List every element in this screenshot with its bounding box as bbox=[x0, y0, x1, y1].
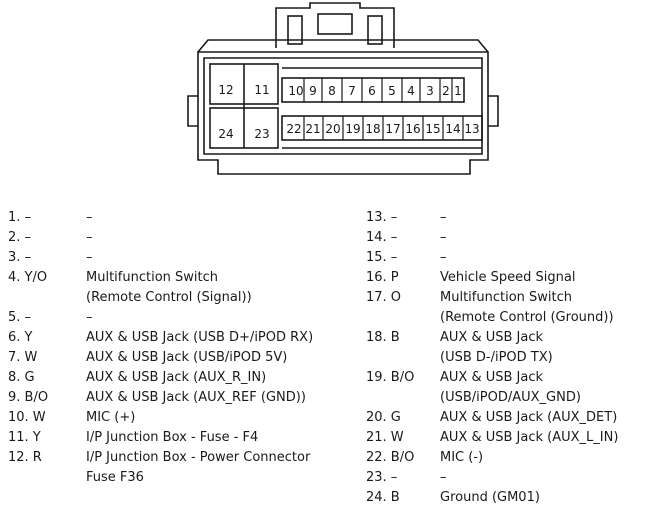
pin-description: (Remote Control (Signal)) bbox=[86, 290, 252, 305]
pin-description: (USB/iPOD/AUX_GND) bbox=[440, 390, 581, 405]
pin-number: 12. R bbox=[8, 450, 42, 465]
pin-label: 9 bbox=[309, 84, 317, 98]
pin-label: 18 bbox=[365, 122, 380, 136]
pin-description: Vehicle Speed Signal bbox=[440, 270, 576, 285]
pin-label: 15 bbox=[425, 122, 440, 136]
pin-description: (Remote Control (Ground)) bbox=[440, 310, 614, 325]
pin-description: – bbox=[440, 470, 447, 485]
pin-label: 5 bbox=[388, 84, 396, 98]
pin-number: 13. – bbox=[366, 210, 398, 225]
pin-description: – bbox=[440, 230, 447, 245]
pin-number: 21. W bbox=[366, 430, 404, 445]
pin-label: 8 bbox=[328, 84, 336, 98]
connector-diagram: 12 11 10 9 8 7 6 5 4 3 2 1 24 23 22 21 2… bbox=[187, 2, 499, 175]
pin-description: MIC (-) bbox=[440, 450, 484, 465]
pin-description: I/P Junction Box - Power Connector bbox=[86, 450, 311, 465]
latch-slot bbox=[367, 15, 383, 45]
pin-number: 22. B/O bbox=[366, 450, 415, 465]
pin-label: 7 bbox=[348, 84, 356, 98]
pin-number: 1. – bbox=[8, 210, 32, 225]
pin-description: AUX & USB Jack (AUX_DET) bbox=[440, 410, 618, 425]
pin-number: 6. Y bbox=[8, 330, 33, 345]
pin-label: 14 bbox=[445, 122, 460, 136]
pin-label: 19 bbox=[345, 122, 360, 136]
pin-description: – bbox=[86, 310, 93, 325]
pin-number: 2. – bbox=[8, 230, 32, 245]
pin-description: – bbox=[440, 210, 447, 225]
pin-label: 22 bbox=[286, 122, 301, 136]
pin-description: (USB D-/iPOD TX) bbox=[440, 350, 553, 365]
latch-window bbox=[317, 13, 353, 35]
pin-description: AUX & USB Jack (USB/iPOD 5V) bbox=[86, 350, 288, 365]
pin-label: 1 bbox=[454, 84, 462, 98]
pin-number: 18. B bbox=[366, 330, 400, 345]
connector-ear-left bbox=[187, 95, 198, 127]
pin-number: 10. W bbox=[8, 410, 46, 425]
pin-label: 3 bbox=[426, 84, 434, 98]
pin-description: I/P Junction Box - Fuse - F4 bbox=[86, 430, 259, 445]
pin-number: 9. B/O bbox=[8, 390, 49, 405]
pin-number: 14. – bbox=[366, 230, 398, 245]
pin-description: AUX & USB Jack bbox=[440, 330, 544, 345]
pin-label: 24 bbox=[218, 127, 233, 141]
pin-label: 20 bbox=[325, 122, 340, 136]
pin-number: 20. G bbox=[366, 410, 401, 425]
pin-list-right: 13. – – 14. – – 15. – – 16. P Vehicle Speed Sig… bbox=[366, 208, 666, 518]
pin-description: Multifunction Switch bbox=[440, 290, 572, 305]
pin-description: Fuse F36 bbox=[86, 470, 144, 485]
pin-number: 19. B/O bbox=[366, 370, 415, 385]
pin-label: 4 bbox=[407, 84, 415, 98]
pin-description: – bbox=[86, 230, 93, 245]
pin-number: 3. – bbox=[8, 250, 32, 265]
pin-description: Multifunction Switch bbox=[86, 270, 218, 285]
pin-number: 11. Y bbox=[8, 430, 41, 445]
latch-slot bbox=[287, 15, 303, 45]
pin-description: – bbox=[86, 210, 93, 225]
pin-label: 11 bbox=[254, 83, 269, 97]
pin-description: AUX & USB Jack (AUX_REF (GND)) bbox=[86, 390, 306, 405]
pin-label: 21 bbox=[305, 122, 320, 136]
pin-label: 2 bbox=[442, 84, 450, 98]
pin-label: 16 bbox=[405, 122, 420, 136]
connector-housing bbox=[197, 51, 489, 175]
connector-ear-right bbox=[488, 95, 499, 127]
pin-description: MIC (+) bbox=[86, 410, 136, 425]
pin-label: 13 bbox=[464, 122, 479, 136]
pin-description: AUX & USB Jack (USB D+/iPOD RX) bbox=[86, 330, 314, 345]
pin-list-left: 1. – – 2. – – 3. – – 4. Y/O Multifunction Switc… bbox=[8, 208, 348, 508]
pin-row-top bbox=[281, 77, 465, 103]
pin-label: 23 bbox=[254, 127, 269, 141]
pin-number: 5. – bbox=[8, 310, 32, 325]
pin-description: – bbox=[86, 250, 93, 265]
pin-row-bottom bbox=[281, 115, 483, 141]
pin-number: 4. Y/O bbox=[8, 270, 48, 285]
pin-number: 17. O bbox=[366, 290, 402, 305]
pin-label: 6 bbox=[368, 84, 376, 98]
pin-description: AUX & USB Jack bbox=[440, 370, 544, 385]
pin-number: 15. – bbox=[366, 250, 398, 265]
pin-label: 12 bbox=[218, 83, 233, 97]
pin-label: 10 bbox=[288, 84, 303, 98]
pin-number: 24. B bbox=[366, 490, 400, 505]
pin-number: 23. – bbox=[366, 470, 398, 485]
pin-number: 8. G bbox=[8, 370, 35, 385]
pin-label: 17 bbox=[385, 122, 400, 136]
pin-description: AUX & USB Jack (AUX_R_IN) bbox=[86, 370, 267, 385]
connector-latch bbox=[275, 2, 395, 48]
pin-number: 16. P bbox=[366, 270, 399, 285]
pin-number: 7. W bbox=[8, 350, 38, 365]
pin-description: Ground (GM01) bbox=[440, 490, 540, 505]
pin-description: – bbox=[440, 250, 447, 265]
pin-description: AUX & USB Jack (AUX_L_IN) bbox=[440, 430, 619, 445]
